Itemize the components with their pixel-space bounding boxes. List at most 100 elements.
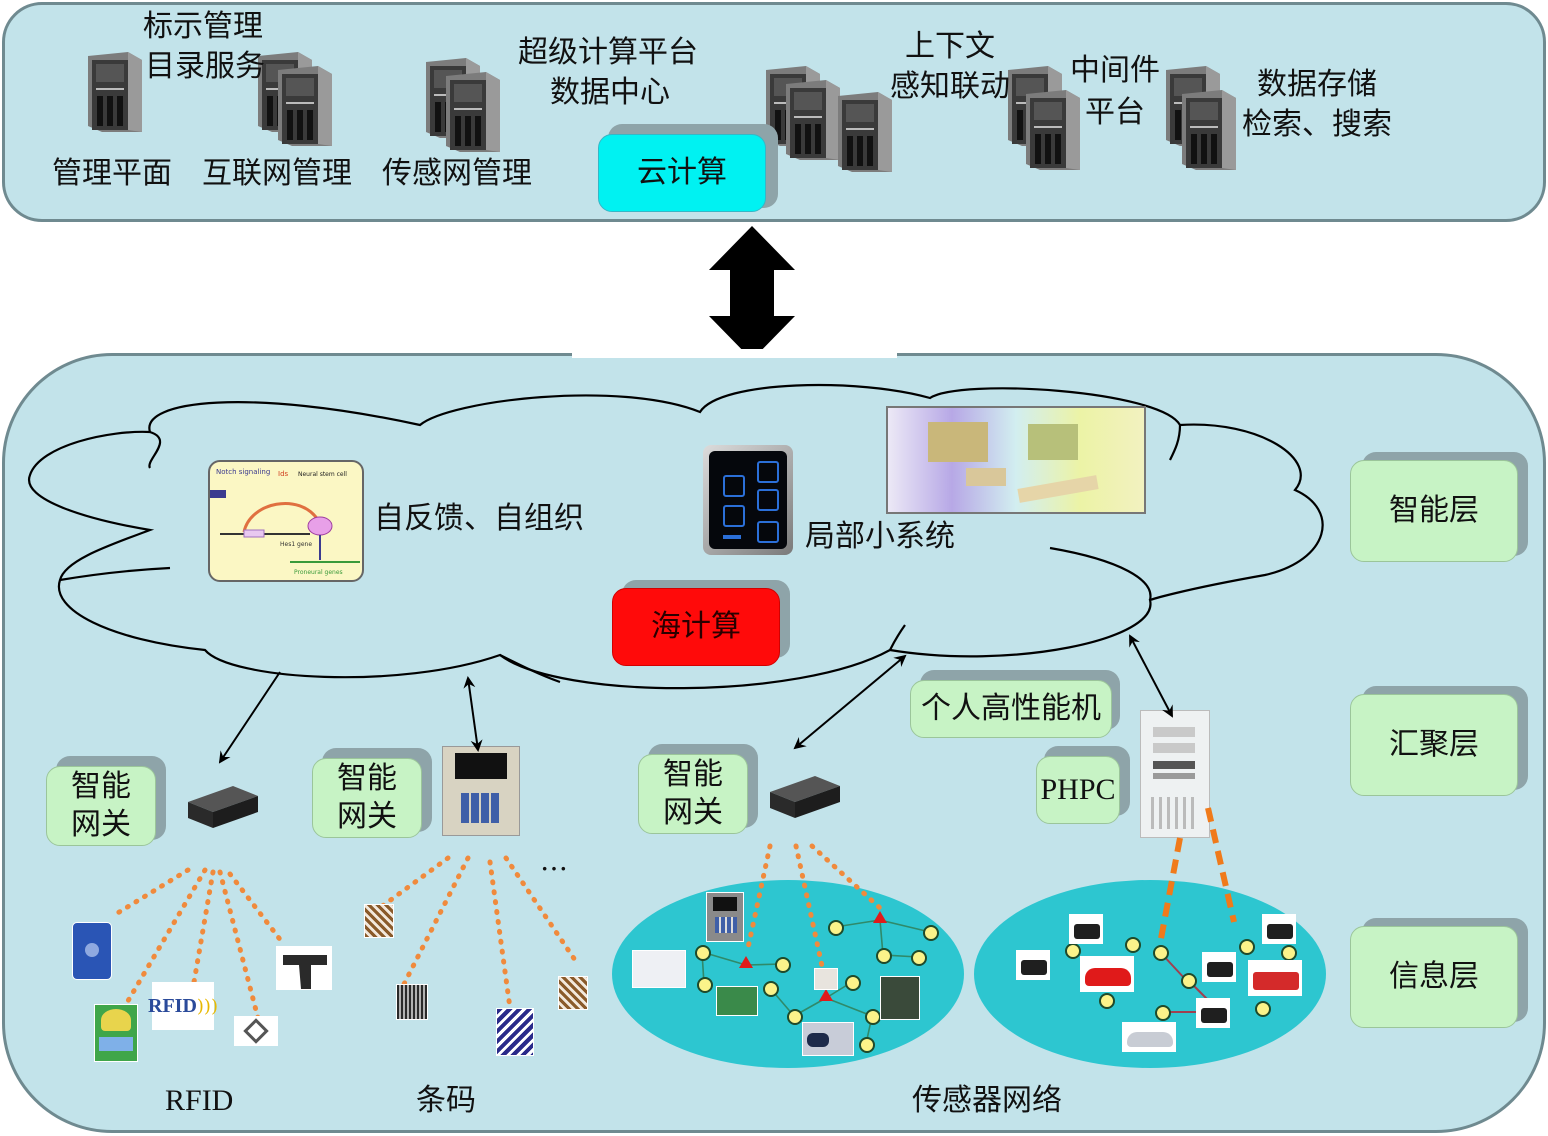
sensor-circuit-board (880, 976, 920, 1020)
barcode-scanner-terminal (442, 746, 520, 836)
chip-antenna (243, 1018, 269, 1044)
rfid-reader-blue (72, 922, 112, 980)
sea-computing-label: 海计算 (651, 609, 741, 644)
sensor-mote-shape (1201, 1008, 1227, 1023)
hpc-rack-server (1140, 710, 1210, 838)
sink-node-icon (739, 956, 753, 968)
dotted-link-rfid (217, 869, 261, 1021)
sensor-node-icon (876, 948, 892, 964)
rfid-tag-green (94, 1004, 138, 1062)
sensor-node-icon (1181, 973, 1197, 989)
label-data-storage: 数据存储 (1257, 67, 1377, 102)
dotted-link-barcode (503, 855, 578, 963)
gateway-label-line2: 网关 (337, 799, 397, 834)
sensor-device-wearable (802, 1022, 854, 1056)
sensor-node-icon (1099, 993, 1115, 1009)
sensor-mote-shape (1267, 924, 1293, 939)
dashed-link-hpc (1157, 837, 1183, 945)
label-middleware: 中间件 (1070, 53, 1160, 88)
tag-top (101, 1009, 131, 1031)
dotted-link-rfid (113, 867, 191, 917)
dotted-link-sensor (809, 843, 883, 911)
cloud-computing-box: 云计算 (598, 134, 766, 212)
terminal-keypad (715, 917, 737, 933)
sensor-node-icon (1065, 943, 1081, 959)
datamatrix-code-1 (364, 904, 394, 938)
sensor-node-icon (1239, 939, 1255, 955)
cloud-inner-arc-4 (1049, 546, 1152, 601)
touch-key-icon (723, 505, 745, 527)
server-tower-icon (838, 92, 892, 172)
silver-car-icon (1122, 1022, 1176, 1052)
sensor-mote-shape (1074, 924, 1100, 939)
group-label-sensor-network: 传感器网络 (912, 1083, 1062, 1118)
label-supercomputing-platform: 超级计算平台 (518, 35, 698, 70)
label-self-feedback: 自反馈、自组织 (374, 501, 584, 536)
sensor-node-icon (911, 950, 927, 966)
sensor-node-icon (828, 920, 844, 936)
terminal-screen (455, 753, 507, 779)
phpc-box: PHPC (1036, 756, 1120, 824)
datamatrix-code-2 (496, 1008, 534, 1056)
cloud-inner-arc-6 (499, 654, 561, 684)
sensor-mote-icon (1069, 914, 1103, 944)
label-id-management: 标示管理 (143, 9, 263, 44)
diagram-feedback-arc (242, 502, 320, 533)
phpc-label: PHPC (1040, 773, 1116, 806)
dotted-link-barcode (399, 855, 471, 991)
label-directory-service: 目录服务 (145, 49, 265, 84)
gateway-label-line1: 智能 (71, 769, 131, 804)
dotted-link-sensor (793, 843, 825, 969)
cloud-inner-arc-2 (59, 566, 171, 582)
sensor-box-small (814, 968, 838, 990)
server-tower-icon (446, 72, 500, 152)
cloud-outline (27, 383, 1324, 690)
group-label-barcode: 条码 (416, 1083, 476, 1118)
dotted-link-rfid (191, 869, 216, 985)
gateway-label-line2: 网关 (71, 807, 131, 842)
rack-slot (1153, 761, 1195, 769)
rack-slot (1153, 773, 1195, 779)
touch-key-icon (757, 489, 779, 511)
sensor-node-icon (865, 1009, 881, 1025)
illustration-shelf (1028, 424, 1078, 460)
reader-button (85, 943, 99, 957)
label-data-center: 数据中心 (550, 75, 670, 110)
sensor-node-icon (787, 1009, 803, 1025)
arrow-cloud-gateway-2 (463, 676, 483, 752)
layer-intelligence: 智能层 (1350, 460, 1518, 562)
smart-gateway-barcode: 智能 网关 (312, 758, 422, 838)
touch-panel-screen (709, 451, 787, 549)
sensor-device-map (632, 950, 686, 988)
sensor-node-icon (1153, 945, 1169, 961)
dotted-link-rfid (122, 867, 208, 1009)
label-management-plane: 管理平面 (52, 156, 172, 191)
fire-truck-shape (1253, 971, 1299, 990)
rfid-chip-tag (234, 1016, 278, 1046)
diagram-notch-text: Notch signaling (216, 468, 270, 476)
mesh-link (879, 919, 931, 933)
group-label-rfid: RFID (165, 1084, 234, 1117)
sensor-node-icon (763, 981, 779, 997)
sensor-node-icon (1155, 1005, 1171, 1021)
sensor-node-icon (775, 957, 791, 973)
sensor-node-icon (1255, 1001, 1271, 1017)
sensor-node-icon (845, 975, 861, 991)
panel-notch (572, 349, 897, 358)
dotted-link-sensor (745, 843, 773, 951)
sensor-mote-icon (1262, 914, 1296, 944)
silver-car-shape (1127, 1032, 1173, 1047)
server-tower-icon (88, 52, 142, 132)
smart-gateway-rfid: 智能 网关 (46, 766, 156, 846)
arrow-cloud-to-gateway-1 (218, 671, 281, 764)
personal-hpc-box: 个人高性能机 (910, 680, 1112, 738)
smart-space-illustration (886, 406, 1146, 514)
illustration-shelf (928, 422, 988, 462)
rfid-handheld-gun (276, 946, 332, 990)
diagram-gene-text: Hes1 gene (280, 541, 312, 548)
cloud-inner-arc-3 (1169, 424, 1182, 461)
sensor-mote-icon (1202, 952, 1236, 982)
cloud-inner-arc-1 (148, 430, 162, 469)
server-tower-icon (1026, 90, 1080, 170)
